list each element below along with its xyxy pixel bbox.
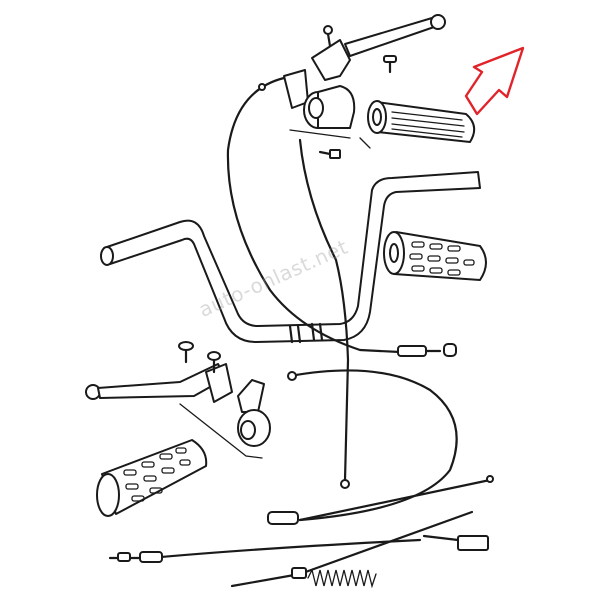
right-grip	[383, 231, 487, 281]
left-brake-lever	[85, 363, 233, 403]
clutch-cable	[267, 369, 458, 525]
assembly-bracket-line	[289, 129, 371, 149]
lower-cables	[108, 475, 494, 588]
throttle-screw	[318, 149, 341, 159]
lever-pivot-bolt	[178, 341, 221, 374]
return-spring	[307, 568, 377, 589]
lever-bracket	[237, 379, 271, 447]
throttle-grip[interactable]	[367, 100, 476, 143]
left-grip	[96, 439, 208, 517]
throttle-housing	[283, 69, 356, 129]
top-brake-lever	[311, 14, 446, 81]
throttle-cables	[226, 76, 402, 489]
left-assembly-line	[179, 403, 263, 459]
cable-end-fitting-mid	[397, 343, 457, 357]
highlight-arrow	[464, 46, 525, 116]
small-screw-top	[383, 55, 397, 74]
